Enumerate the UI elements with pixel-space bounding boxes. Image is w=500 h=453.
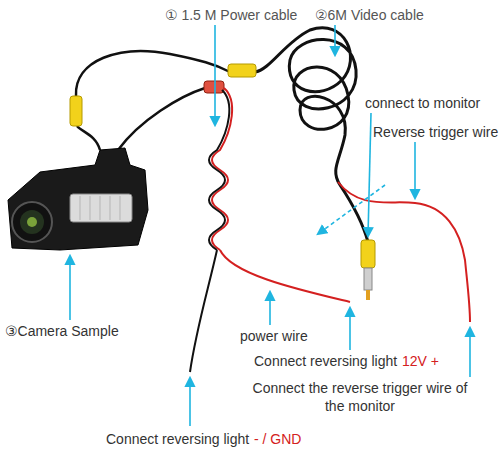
camera-cables xyxy=(76,51,230,150)
power-wire-positive xyxy=(220,250,350,302)
leader-arrow xyxy=(349,308,351,350)
camera xyxy=(8,148,148,250)
callout-label: ③Camera Sample xyxy=(5,322,119,340)
voltage-label: - / GND xyxy=(254,430,301,448)
callout-label: Reverse trigger wire xyxy=(373,123,498,141)
camera-cable xyxy=(118,88,205,150)
leader-arrow xyxy=(318,185,385,234)
power-wire-ground xyxy=(190,250,217,372)
leader-arrow xyxy=(189,378,191,426)
camera-lens xyxy=(20,210,44,234)
callout-label: Connect the reverse trigger wire of the … xyxy=(250,379,470,415)
leader-arrow xyxy=(214,25,216,125)
camera-cable xyxy=(77,126,100,150)
power-cable xyxy=(190,88,350,372)
yellow-connector xyxy=(228,64,256,77)
leader-arrow xyxy=(368,113,371,236)
camera-housing xyxy=(8,148,148,250)
leader-arrow xyxy=(469,328,471,377)
rca-plug-body xyxy=(361,240,375,268)
callout-label: power wire xyxy=(240,327,308,345)
camera-lens-glint xyxy=(27,217,37,227)
plate-light-ribs xyxy=(80,196,120,220)
rca-plug-tip xyxy=(364,268,372,290)
leader-arrow xyxy=(69,256,71,320)
cable-label: ① 1.5 M Power cable xyxy=(165,6,297,24)
cable-label: ②6M Video cable xyxy=(315,6,424,24)
camera-cable xyxy=(76,51,230,96)
leader-arrows xyxy=(70,25,470,426)
rca-plug-pin xyxy=(366,290,370,300)
red-connector xyxy=(204,81,224,93)
leader-arrow xyxy=(269,292,271,325)
callout-label: Connect reversing light xyxy=(106,430,249,448)
yellow-connector xyxy=(70,96,82,126)
camera-lens-ring xyxy=(12,202,52,242)
leader-arrow xyxy=(334,25,336,55)
plate-light-window xyxy=(70,194,132,222)
callout-label: connect to monitor xyxy=(365,94,480,112)
trigger-wire xyxy=(338,182,470,322)
voltage-label: 12V + xyxy=(402,352,439,370)
power-cable-black xyxy=(209,90,229,250)
leader-arrow xyxy=(414,142,416,198)
rca-plug xyxy=(361,240,375,300)
callout-label: Connect reversing light xyxy=(254,352,397,370)
